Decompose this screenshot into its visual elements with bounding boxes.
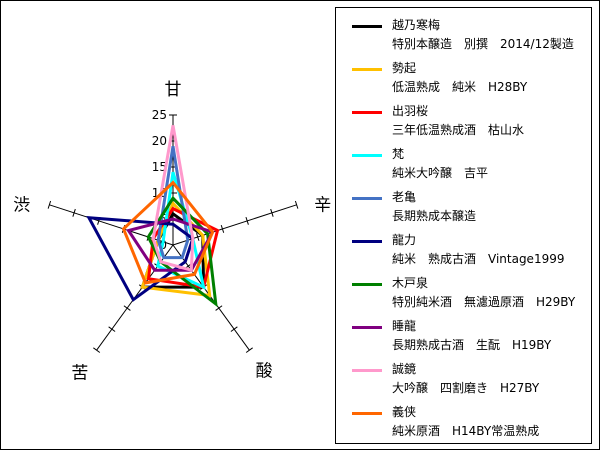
legend-swatch: [352, 197, 382, 200]
axis-label: 苦: [71, 364, 88, 384]
axis-tick: [123, 305, 131, 311]
legend-swatch: [352, 240, 382, 243]
legend-series-description: 長期熟成本醸造: [392, 209, 477, 223]
series-line: [151, 125, 195, 273]
legend-series-description: 特別本醸造 別撰 2014/12製造: [392, 37, 574, 51]
legend-series-description: 特別純米酒 無濾過原酒 H29BY: [392, 295, 576, 309]
legend-series-description: 低温熟成 純米 H28BY: [392, 80, 528, 94]
axis-tick: [270, 208, 274, 217]
axis-tick: [72, 208, 76, 217]
radial-tick-label: 20: [152, 134, 167, 148]
legend-series-description: 純米 熟成古酒 Vintage1999: [392, 252, 565, 266]
axis-tick: [47, 200, 52, 209]
series-line: [126, 217, 215, 272]
axis-label: 酸: [256, 362, 273, 382]
axis-tick: [108, 326, 116, 332]
legend-swatch: [352, 154, 382, 157]
legend-series-description: 長期熟成古酒 生酛 H19BY: [392, 338, 552, 352]
legend-series-description: 大吟醸 四割磨き H27BY: [392, 381, 540, 395]
legend-series-description: 三年低温熟成酒 枯山水: [392, 123, 525, 137]
axis-tick: [230, 326, 238, 332]
axis-label: 渋: [13, 195, 30, 215]
axis-tick: [245, 216, 249, 225]
radial-tick-label: 25: [152, 108, 167, 122]
legend-swatch: [352, 326, 382, 329]
legend-swatch: [352, 283, 382, 286]
legend-series-name: 睡龍: [392, 319, 417, 333]
legend-series-name: 梵: [392, 147, 405, 161]
axis-tick: [220, 224, 225, 233]
radial-tick-label: 15: [152, 160, 167, 174]
legend-series-name: 義侠: [392, 405, 417, 419]
radial-tick-label: 5: [159, 212, 167, 226]
axis-tick: [245, 347, 253, 353]
legend-series-name: 木戸泉: [392, 276, 429, 290]
axis-label: 甘: [165, 80, 182, 100]
legend-series-name: 勢起: [392, 61, 417, 75]
legend: 越乃寒梅特別本醸造 別撰 2014/12製造勢起低温熟成 純米 H28BY 出羽桜…: [335, 7, 592, 444]
axis-tick: [93, 347, 101, 353]
legend-series-name: 誠鏡: [392, 362, 417, 376]
legend-swatch: [352, 68, 382, 71]
series-line: [121, 180, 215, 285]
axis-tick: [294, 200, 299, 209]
legend-swatch: [352, 25, 382, 28]
axis-tick: [215, 305, 223, 311]
axis-label: 辛: [314, 195, 331, 215]
legend-swatch: [352, 369, 382, 372]
legend-series-name: 老亀: [392, 190, 417, 204]
axis-tick: [196, 233, 200, 241]
legend-series-description: 純米原酒 H14BY常温熟成: [392, 424, 540, 438]
legend-series-name: 越乃寒梅: [392, 18, 441, 32]
legend-swatch: [352, 412, 382, 415]
legend-series-name: 龍力: [392, 233, 417, 247]
legend-series-name: 出羽桜: [392, 104, 429, 118]
legend-series-description: 純米大吟醸 吉平: [392, 166, 489, 180]
legend-swatch: [352, 111, 382, 114]
